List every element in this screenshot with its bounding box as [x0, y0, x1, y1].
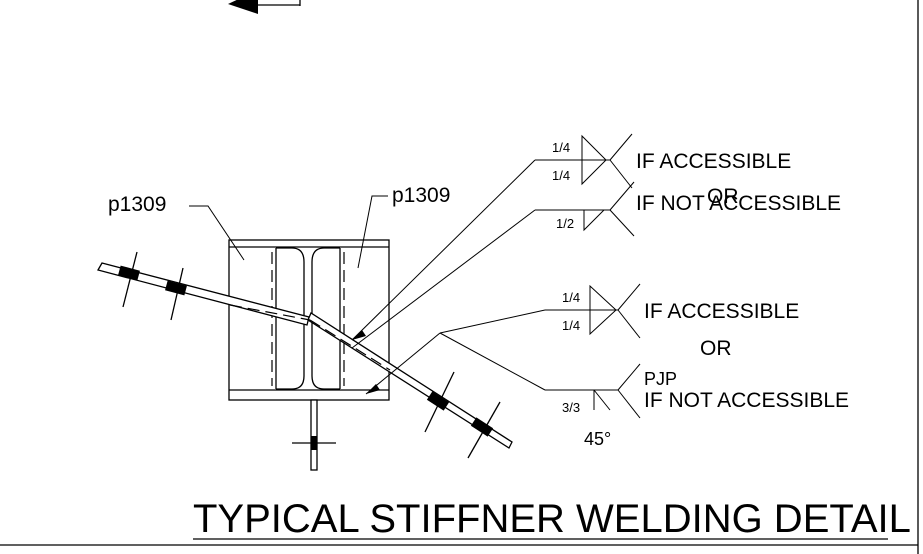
- left-callout-label: p1309: [108, 193, 166, 216]
- weld-note-1: IF ACCESSIBLE: [636, 150, 791, 173]
- drawing-title: TYPICAL STIFFNER WELDING DETAIL: [193, 497, 911, 541]
- weld-symbol-3: 1/4 1/4 IF ACCESSIBLE: [365, 283, 799, 395]
- svg-text:1/2: 1/2: [556, 216, 574, 231]
- weld-symbol-2: 1/2 IF NOT ACCESSIBLE: [351, 181, 841, 349]
- svg-text:1/4: 1/4: [552, 168, 570, 183]
- or-label-1: OR: [707, 185, 739, 208]
- weld-note-4-top: PJP: [644, 369, 677, 389]
- right-callout-label: p1309: [392, 184, 450, 207]
- svg-text:1/4: 1/4: [552, 140, 570, 155]
- right-callout-leader: [357, 195, 388, 269]
- weld-note-3: IF ACCESSIBLE: [644, 300, 799, 323]
- or-label-2: OR: [700, 337, 732, 360]
- diagonal-brace: [97, 251, 513, 459]
- svg-text:3/3: 3/3: [562, 400, 580, 415]
- weld-symbol-1: 1/4 1/4 IF ACCESSIBLE: [351, 133, 791, 341]
- bottom-stub: [292, 399, 336, 471]
- left-callout-leader: [189, 205, 245, 261]
- weld-note-2: IF NOT ACCESSIBLE: [636, 192, 841, 215]
- weld-symbol-4: 3/3 45° PJP IF NOT ACCESSIBLE: [439, 332, 849, 449]
- svg-text:1/4: 1/4: [562, 318, 580, 333]
- svg-text:45°: 45°: [584, 429, 611, 449]
- section-arrow-icon: [228, 0, 301, 14]
- svg-text:1/4: 1/4: [562, 290, 580, 305]
- weld-note-4: IF NOT ACCESSIBLE: [644, 389, 849, 412]
